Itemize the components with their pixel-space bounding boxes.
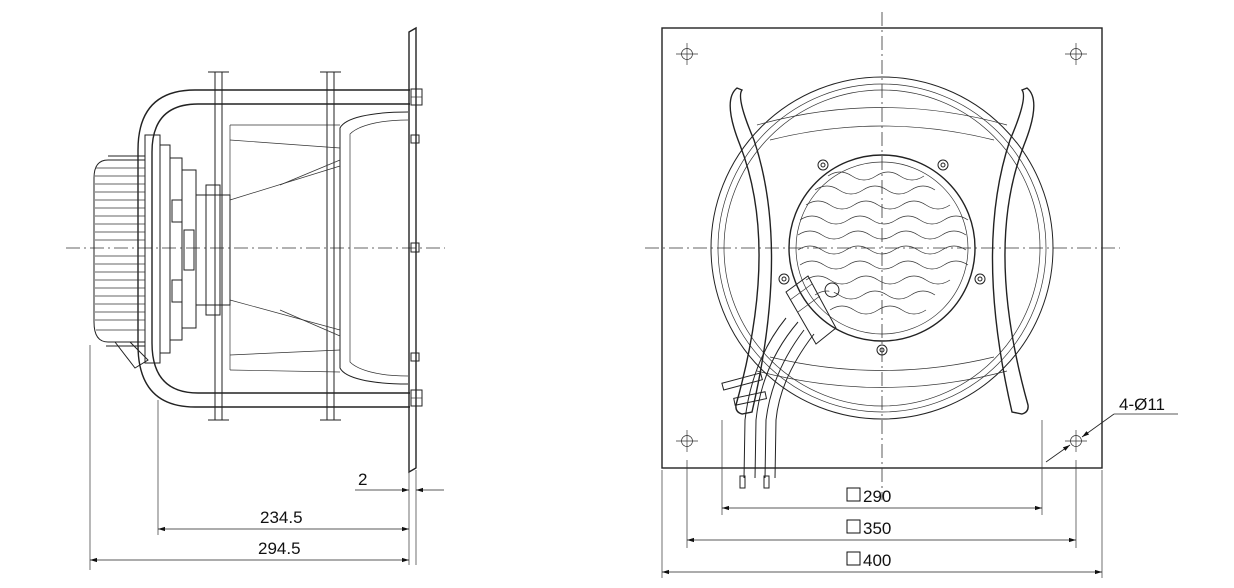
hole-spec-leader: 4-Ø11 [1045,395,1178,463]
square-symbol-icon [846,551,861,566]
mounting-plate [408,26,417,474]
dimension-depth-total: 294.5 [90,539,409,563]
hub [195,184,231,316]
front-view: 290 350 400 4-Ø11 [645,12,1178,578]
dimension-inlet-350-label: 350 [863,519,891,538]
inlet-rings [710,76,1054,420]
side-view: 2 234.5 294.5 [66,26,445,570]
cable-assembly [721,275,837,489]
dimension-gap: 2 [355,470,444,493]
dimension-depth-inner-label: 234.5 [260,508,303,527]
guard-frame [137,89,410,408]
square-symbol-icon [846,519,861,534]
guard-struts [208,71,341,421]
motor [93,134,197,369]
inlet-cone [339,111,409,385]
dimension-inlet-290: 290 [722,487,1042,511]
dimension-inlet-350: 350 [687,519,1076,543]
square-symbol-icon [846,487,861,502]
plate-bolts [410,88,423,407]
dimension-plate-400: 400 [662,551,1102,575]
impeller [229,124,341,373]
dimension-depth-inner: 234.5 [158,508,409,532]
dimension-gap-label: 2 [358,470,367,489]
dimension-inlet-290-label: 290 [863,487,891,506]
front-extension-lines [661,420,1103,578]
corner-holes [676,43,1087,452]
dimension-depth-total-label: 294.5 [258,539,301,558]
dimension-plate-400-label: 400 [863,551,891,570]
side-extension-lines [89,345,417,570]
hole-spec-label: 4-Ø11 [1119,395,1165,414]
guard-tubes [729,87,1035,415]
motor-disc [778,154,986,356]
